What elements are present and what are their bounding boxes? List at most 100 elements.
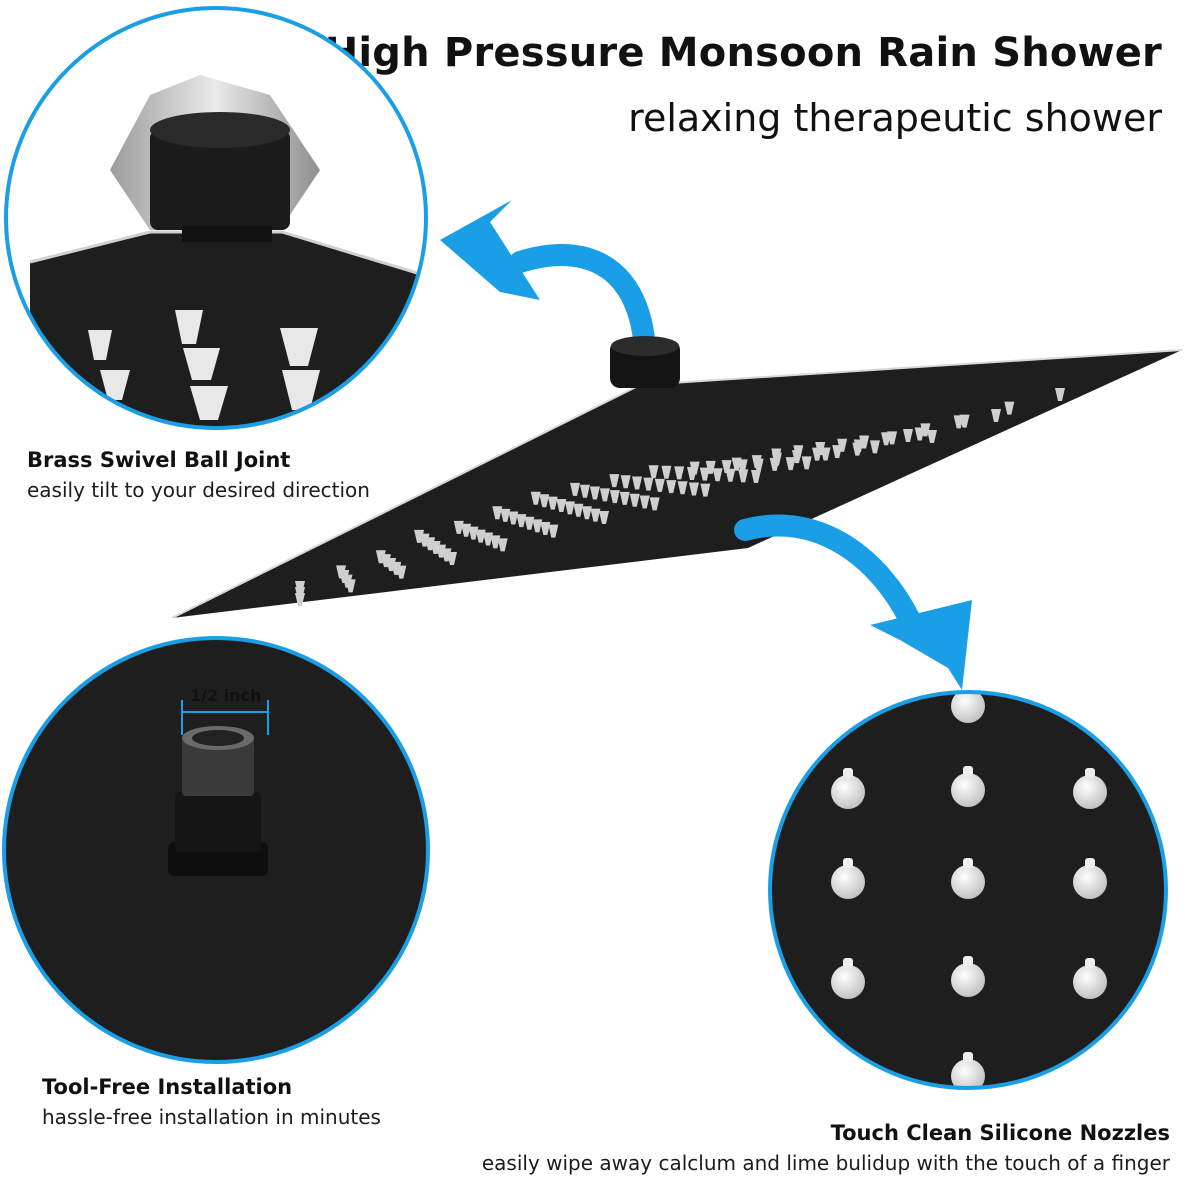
- silicone-nozzle: [1073, 865, 1107, 899]
- plate-nozzle: [461, 523, 472, 537]
- plate-nozzle: [677, 481, 688, 495]
- feature-swivel-description: easily tilt to your desired direction: [27, 478, 370, 502]
- feature-nozzles-title: Touch Clean Silicone Nozzles: [830, 1121, 1170, 1145]
- silicone-nozzle-tip: [963, 956, 973, 966]
- plate-nozzle: [903, 429, 913, 442]
- plate-nozzle: [500, 508, 511, 522]
- plate-nozzle: [589, 486, 600, 500]
- plate-nozzle: [508, 511, 519, 525]
- plate-nozzle: [648, 465, 659, 479]
- silicone-nozzle: [1073, 965, 1107, 999]
- plate-nozzle: [738, 469, 749, 483]
- silicone-nozzle: [831, 965, 865, 999]
- plate-nozzle: [414, 529, 425, 543]
- plate-nozzle: [654, 478, 665, 492]
- plate-nozzle: [547, 496, 558, 510]
- feature-nozzles: Touch Clean Silicone Nozzles easily wipe…: [482, 1121, 1170, 1175]
- plate-nozzle: [579, 484, 590, 498]
- plate-nozzle: [785, 457, 796, 471]
- plate-nozzle: [620, 475, 631, 489]
- plate-nozzle: [699, 467, 710, 481]
- silicone-nozzle: [951, 1059, 985, 1088]
- plate-nozzle: [793, 445, 804, 459]
- feature-swivel-title: Brass Swivel Ball Joint: [27, 448, 291, 472]
- plate-nozzle: [492, 506, 503, 520]
- plate-nozzle: [295, 581, 305, 594]
- plate-nozzle: [483, 532, 494, 546]
- plate-nozzle: [751, 470, 761, 483]
- silicone-nozzle: [1073, 775, 1107, 809]
- silicone-nozzle-tip: [963, 858, 973, 868]
- plate-nozzle: [688, 482, 699, 496]
- silicone-nozzle: [951, 963, 985, 997]
- plate-nozzle: [705, 460, 716, 474]
- ball-joint-closeup: [4, 6, 428, 430]
- silicone-nozzle-tip: [963, 766, 973, 776]
- plate-nozzle: [599, 488, 610, 502]
- plate-nozzle: [887, 431, 898, 445]
- plate-nozzle: [837, 438, 848, 452]
- feature-tool-free-title: Tool-Free Installation: [42, 1075, 293, 1099]
- plate-nozzle: [869, 440, 880, 454]
- plate-nozzle: [475, 529, 486, 543]
- plate-nozzle: [801, 456, 812, 470]
- plate-nozzle: [497, 538, 508, 552]
- plate-nozzle: [632, 476, 643, 490]
- plate-nozzle: [721, 460, 732, 474]
- plate-nozzle: [674, 466, 685, 480]
- main-subtitle: relaxing therapeutic shower: [628, 96, 1162, 140]
- installation-closeup: [2, 636, 430, 1064]
- plate-nozzle: [666, 480, 677, 494]
- plate-nozzle: [564, 501, 575, 515]
- plate-nozzle: [639, 495, 650, 509]
- plate-nozzle: [771, 448, 782, 462]
- plate-nozzle: [581, 506, 592, 520]
- silicone-nozzle: [831, 775, 865, 809]
- plate-nozzle: [689, 461, 700, 475]
- plate-nozzle: [556, 499, 567, 512]
- plate-nozzle: [661, 465, 672, 479]
- silicone-nozzle: [951, 865, 985, 899]
- plate-nozzle: [573, 503, 584, 517]
- nozzle-closeup: [768, 690, 1168, 1090]
- plate-nozzle: [539, 494, 550, 508]
- plate-nozzle: [609, 490, 620, 504]
- plate-nozzle: [1004, 401, 1015, 415]
- plate-nozzle: [619, 491, 630, 505]
- silicone-nozzle-tip: [963, 1052, 973, 1062]
- silicone-nozzle: [831, 865, 865, 899]
- plate-nozzle: [453, 520, 464, 534]
- feature-nozzles-description: easily wipe away calclum and lime bulidu…: [481, 1151, 1170, 1175]
- plate-nozzle: [820, 447, 831, 461]
- plate-nozzle: [548, 524, 559, 538]
- plate-nozzle: [524, 516, 535, 530]
- silicone-nozzle: [951, 692, 985, 723]
- feature-tool-free-description: hassle-free installation in minutes: [42, 1105, 381, 1129]
- plate-nozzle: [700, 483, 711, 497]
- plate-nozzle: [375, 550, 386, 564]
- plate-nozzle: [649, 497, 660, 511]
- plate-nozzle: [490, 535, 501, 549]
- silicone-nozzle-tip: [1085, 958, 1095, 968]
- silicone-nozzle-tip: [843, 958, 853, 968]
- silicone-nozzle: [951, 773, 985, 807]
- plate-nozzle: [731, 457, 742, 471]
- plate-nozzle: [959, 414, 970, 428]
- silicone-nozzle-tip: [1085, 858, 1095, 868]
- silicone-nozzle-tip: [843, 858, 853, 868]
- silicone-nozzle-tip: [1085, 768, 1095, 778]
- plate-nozzle: [914, 427, 925, 441]
- plate-nozzle: [643, 477, 654, 491]
- plate-nozzle: [629, 493, 640, 507]
- feature-swivel: Brass Swivel Ball Joint easily tilt to y…: [27, 448, 370, 502]
- plate-nozzle: [336, 565, 347, 579]
- plate-nozzle: [468, 526, 479, 540]
- plate-nozzle: [590, 508, 601, 522]
- plate-nozzle: [540, 522, 551, 536]
- main-title: High Pressure Monsoon Rain Shower: [324, 30, 1162, 76]
- plate-nozzle: [853, 439, 864, 453]
- plate-nozzle: [609, 474, 620, 488]
- plate-nozzle: [927, 430, 937, 443]
- dimension-label: 1/2 inch: [190, 686, 262, 705]
- tilt-arrow: [440, 200, 656, 361]
